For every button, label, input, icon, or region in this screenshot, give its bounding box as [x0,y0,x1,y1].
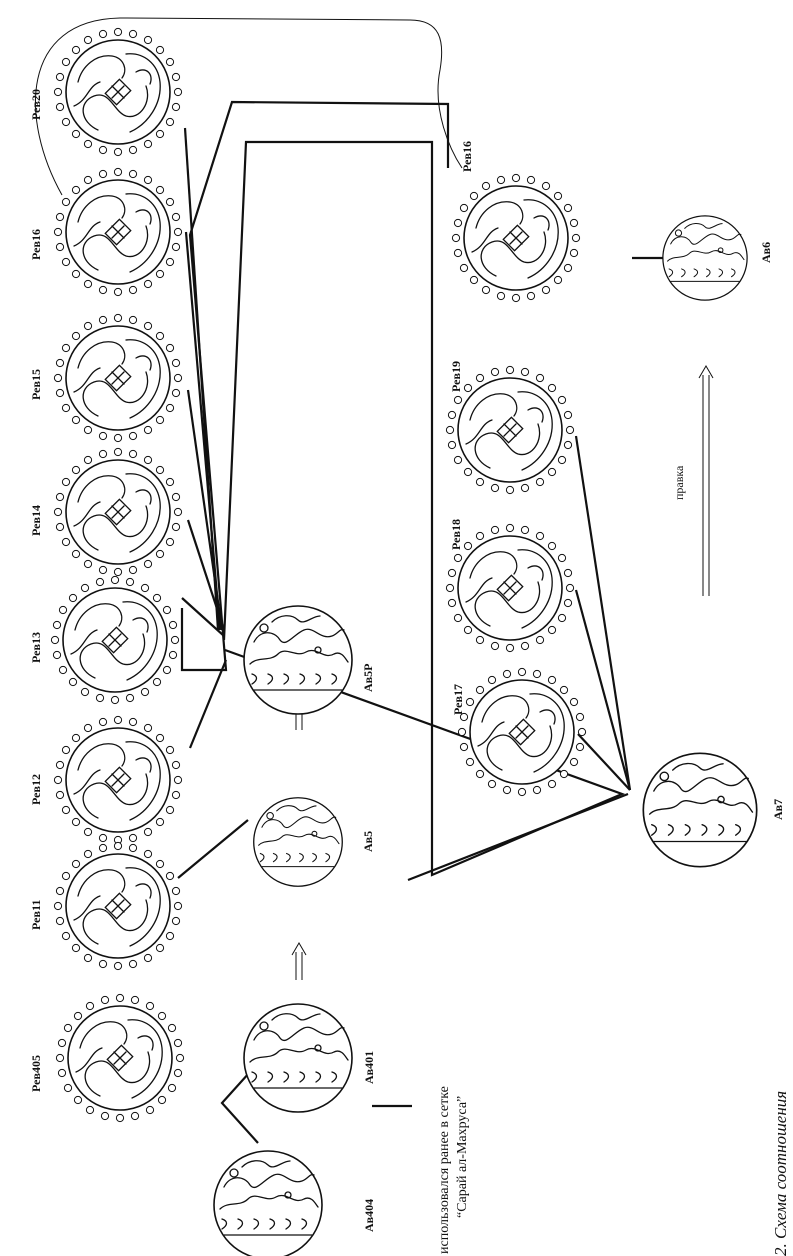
note-line2: “Сарай ал-Махруса” [455,1096,470,1218]
link-rev11-av5 [178,820,248,878]
label-av7: Ав7 [771,799,785,820]
label-av5p: Ав5Р [361,664,375,692]
label-av6: Ав6 [759,242,773,263]
link-outer-loop-1 [182,102,448,670]
coin-rev20 [54,28,181,155]
note-line1: использовался ранее в сетке [437,1086,452,1254]
arrow-label: правка [672,465,686,500]
coin-rev12 [54,716,181,843]
arrow-av401-av5 [292,943,306,980]
label-rev20: Рев20 [29,89,43,120]
coin-av5 [254,798,343,887]
label-rev405: Рев405 [29,1055,43,1092]
label-av401: Ав401 [362,1051,376,1084]
coin-rev14 [54,448,181,575]
coin-rev405 [56,994,183,1121]
label-av404: Ав404 [362,1199,376,1232]
coin-rev18 [446,524,573,651]
coin-rev15 [54,314,181,441]
label-rev19: Рев19 [449,361,463,392]
coin-rev16-right [452,174,579,301]
link-rev12-av5p [190,660,226,748]
label-rev11: Рев11 [29,900,43,930]
coin-av404 [214,1151,322,1256]
arrow-correction [699,366,713,596]
label-rev17: Рев17 [451,684,465,715]
label-av5: Ав5 [361,831,375,852]
label-rev16-right: Рев16 [460,141,474,172]
coin-rev17 [458,668,585,795]
coin-av7 [643,753,756,866]
coin-av401 [244,1004,352,1112]
label-rev16-left: Рев16 [29,229,43,260]
label-rev12: Рев12 [29,774,43,805]
coin-av5p [244,606,352,714]
link-rev16-av5p [186,232,220,630]
label-rev13: Рев13 [29,632,43,663]
coin-rev16-left [54,168,181,295]
link-av7-rev19 [576,436,630,790]
coin-rev19 [446,366,573,493]
coin-av6 [663,216,747,300]
label-rev18: Рев18 [449,519,463,550]
coin-rev11 [54,842,181,969]
link-av5-av7 [408,794,628,880]
figure-caption: 2. Схема соотношения [771,1091,790,1256]
label-rev14: Рев14 [29,505,43,536]
coin-rev13 [51,576,178,703]
label-rev15: Рев15 [29,369,43,400]
